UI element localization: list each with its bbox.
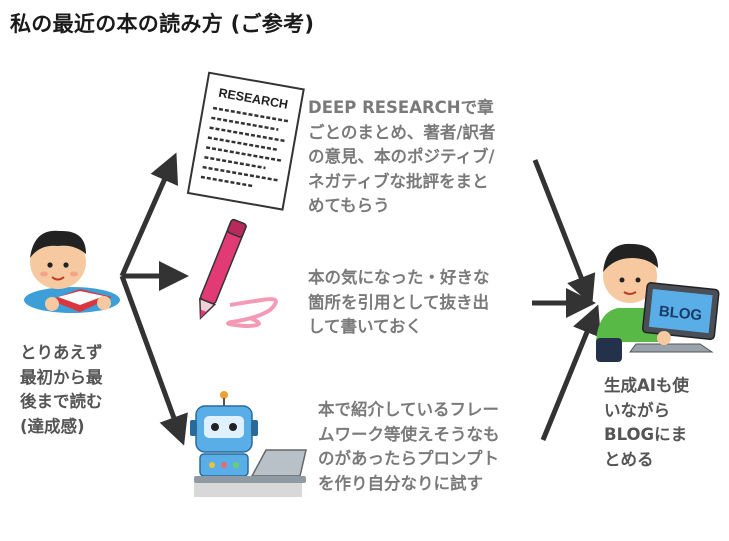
step-quote-text: 本の気になった・好きな 箇所を引用として抜き出 して書いておく [308, 266, 490, 340]
start-label-line: 最初から最 [20, 367, 103, 387]
step-research-line: DEEP RESEARCHで章 [308, 98, 494, 117]
step-quote-line: 箇所を引用として抜き出 [308, 292, 490, 312]
step-quote-line: して書いておく [308, 317, 423, 336]
step-research-line: めてもらう [308, 196, 390, 215]
end-label-line: とめる [604, 449, 654, 469]
step-research-line: ごとのまとめ、著者/訳者 [308, 122, 496, 142]
arrow-prompt-to-blog [540, 304, 601, 441]
boy-blog-laptop-icon: BLOG [596, 243, 720, 362]
step-prompt-text: 本で紹介しているフレー ムワーク等使えそうなも のがあったらプロンプト を作り自… [318, 398, 500, 496]
start-label-line: (達成感) [20, 416, 85, 436]
marker-pen-icon [199, 218, 278, 329]
step-prompt-line: を作り自分なりに試す [318, 473, 483, 493]
arrow-to-prompt [119, 275, 188, 446]
page-title: 私の最近の本の読み方 (ご参考) [10, 12, 315, 36]
research-paper-icon: RESEARCH [186, 71, 305, 211]
step-research-line: ネガティブな批評をまと [308, 171, 489, 191]
step-quote-line: 本の気になった・好きな [308, 268, 490, 287]
start-label-line: 後まで読む [20, 392, 103, 411]
step-research-line: の意見、本のポジティブ/ [308, 147, 495, 166]
end-label-line: BLOGにま [604, 425, 688, 444]
start-label: とりあえず 最初から最 後まで読む (達成感) [20, 341, 103, 439]
arrow-research-to-blog [532, 159, 596, 306]
flow-arrows [119, 152, 601, 446]
step-prompt-line: 本で紹介しているフレー [318, 400, 500, 419]
end-label-line: いながら [604, 400, 670, 420]
robot-laptop-icon [190, 391, 307, 497]
step-research-text: DEEP RESEARCHで章 ごとのまとめ、著者/訳者 の意見、本のポジティブ… [308, 96, 495, 219]
arrow-to-research [119, 152, 179, 278]
boy-reading-icon [24, 230, 120, 313]
step-prompt-line: ムワーク等使えそうなも [318, 424, 500, 444]
end-label-line: 生成AIも使 [604, 376, 689, 395]
laptop-screen-label: BLOG [658, 303, 703, 324]
end-label: 生成AIも使 いながら BLOGにま とめる [604, 374, 689, 472]
step-prompt-line: のがあったらプロンプト [318, 449, 500, 468]
start-label-line: とりあえず [20, 343, 103, 362]
